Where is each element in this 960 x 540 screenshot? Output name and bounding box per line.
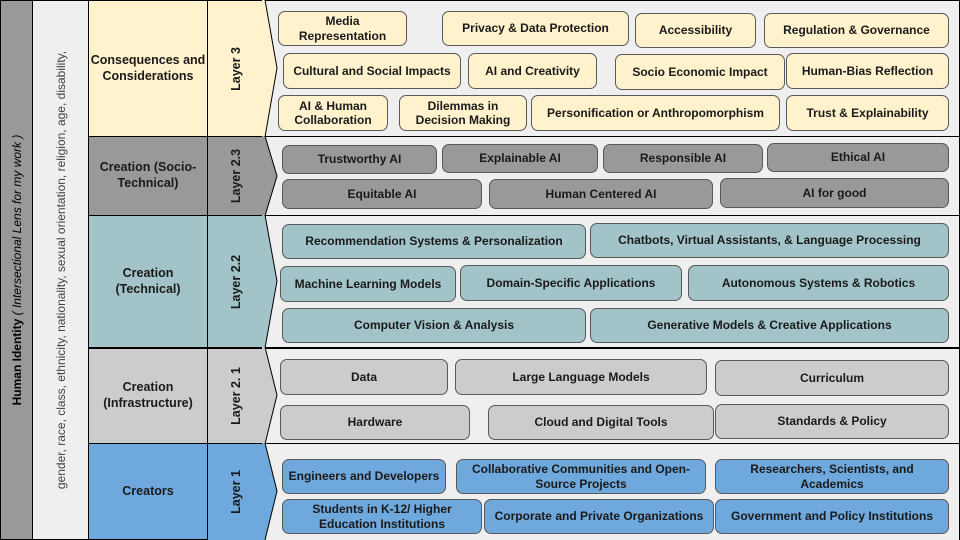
row-label-consequences: Consequences and Considerations: [88, 0, 208, 137]
panel-layer-2-3: Trustworthy AI Explainable AI Responsibl…: [262, 136, 960, 216]
item-regulation-governance[interactable]: Regulation & Governance: [764, 13, 949, 48]
layer-tag-3: Layer 3: [207, 0, 263, 137]
layer-tag-2-2: Layer 2.2: [207, 215, 263, 348]
item-human-bias-reflection[interactable]: Human-Bias Reflection: [786, 53, 949, 89]
item-socio-economic-impact[interactable]: Socio Economic Impact: [615, 54, 785, 90]
item-personification[interactable]: Personification or Anthropomorphism: [531, 95, 780, 131]
layer-2-2-label: Layer 2.2: [228, 254, 243, 309]
item-curriculum[interactable]: Curriculum: [715, 360, 949, 396]
item-engineers-developers[interactable]: Engineers and Developers: [282, 459, 446, 494]
chevron-arrow-layer-1: [262, 442, 278, 540]
chevron-arrow-layer-2-3: [262, 135, 278, 217]
human-identity-title-bold: Human Identity: [9, 318, 24, 406]
layer-2-3-label: Layer 2.3: [228, 148, 243, 204]
layer-tag-2-1: Layer 2. 1: [207, 347, 263, 444]
item-chatbots-virtual-assistants[interactable]: Chatbots, Virtual Assistants, & Language…: [590, 223, 949, 258]
item-ai-for-good[interactable]: AI for good: [720, 178, 949, 208]
human-identity-column: Human Identity ( Intersectional Lens for…: [0, 0, 33, 540]
item-cultural-social-impacts[interactable]: Cultural and Social Impacts: [283, 53, 461, 89]
item-data[interactable]: Data: [280, 359, 448, 395]
item-hardware[interactable]: Hardware: [280, 405, 470, 440]
item-media-representation[interactable]: Media Representation: [278, 11, 407, 46]
item-cloud-digital-tools[interactable]: Cloud and Digital Tools: [488, 405, 714, 440]
item-explainable-ai[interactable]: Explainable AI: [442, 144, 598, 173]
row-label-creators: Creators: [88, 443, 208, 540]
item-ai-human-collaboration[interactable]: AI & Human Collaboration: [278, 95, 388, 131]
item-machine-learning-models[interactable]: Machine Learning Models: [280, 266, 456, 302]
item-domain-specific-applications[interactable]: Domain-Specific Applications: [460, 265, 682, 301]
item-computer-vision[interactable]: Computer Vision & Analysis: [282, 308, 586, 343]
identity-attributes-column: gender, race, class, ethnicity, national…: [32, 0, 89, 540]
layer-1-label: Layer 1: [228, 470, 243, 514]
item-corporate-private-orgs[interactable]: Corporate and Private Organizations: [484, 499, 714, 534]
chevron-arrow-layer-2-1: [262, 346, 278, 445]
item-large-language-models[interactable]: Large Language Models: [455, 359, 707, 395]
item-accessibility[interactable]: Accessibility: [635, 13, 756, 48]
panel-layer-2-2: Recommendation Systems & Personalization…: [262, 215, 960, 348]
item-recommendation-systems[interactable]: Recommendation Systems & Personalization: [282, 224, 586, 259]
item-privacy-data-protection[interactable]: Privacy & Data Protection: [442, 11, 629, 46]
item-responsible-ai[interactable]: Responsible AI: [603, 144, 763, 173]
item-government-policy[interactable]: Government and Policy Institutions: [715, 499, 949, 534]
item-autonomous-systems-robotics[interactable]: Autonomous Systems & Robotics: [688, 265, 949, 301]
human-identity-title: Human Identity ( Intersectional Lens for…: [10, 135, 24, 406]
item-students-k12-higher-ed[interactable]: Students in K-12/ Higher Education Insti…: [282, 499, 482, 534]
panel-layer-3: Media Representation Privacy & Data Prot…: [262, 0, 960, 137]
row-label-technical: Creation (Technical): [88, 215, 208, 348]
panel-layer-1: Engineers and Developers Collaborative C…: [262, 443, 960, 540]
panel-layer-2-1: Data Large Language Models Curriculum Ha…: [262, 347, 960, 444]
layer-tag-2-3: Layer 2.3: [207, 136, 263, 216]
item-collaborative-communities[interactable]: Collaborative Communities and Open-Sourc…: [456, 459, 706, 494]
row-label-infrastructure: Creation (Infrastructure): [88, 347, 208, 444]
item-ai-creativity[interactable]: AI and Creativity: [468, 53, 597, 89]
layer-tag-1: Layer 1: [207, 443, 263, 540]
chevron-arrow-layer-3: [262, 0, 278, 138]
human-identity-subtitle: ( Intersectional Lens for my work ): [9, 134, 24, 319]
item-researchers-scientists[interactable]: Researchers, Scientists, and Academics: [715, 459, 949, 494]
item-human-centered-ai[interactable]: Human Centered AI: [489, 179, 713, 209]
identity-attributes-text: gender, race, class, ethnicity, national…: [53, 50, 68, 490]
item-trustworthy-ai[interactable]: Trustworthy AI: [282, 145, 437, 174]
chevron-arrow-layer-2-2: [262, 214, 278, 349]
layer-3-label: Layer 3: [228, 46, 243, 91]
item-generative-models[interactable]: Generative Models & Creative Application…: [590, 308, 949, 343]
item-equitable-ai[interactable]: Equitable AI: [282, 179, 482, 209]
item-trust-explainability[interactable]: Trust & Explainability: [786, 95, 949, 131]
item-ethical-ai[interactable]: Ethical AI: [767, 143, 949, 172]
layer-2-1-label: Layer 2. 1: [228, 367, 243, 425]
item-dilemmas-decision-making[interactable]: Dilemmas in Decision Making: [399, 95, 527, 131]
item-standards-policy[interactable]: Standards & Policy: [715, 404, 949, 439]
row-label-socio-technical: Creation (Socio-Technical): [88, 136, 208, 216]
